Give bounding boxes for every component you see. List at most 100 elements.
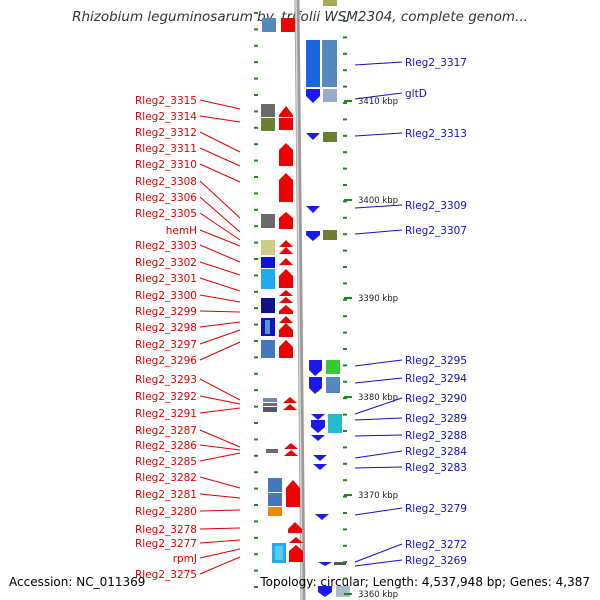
tick-mark [254, 340, 258, 342]
leader-line [354, 507, 403, 516]
tick-mark [254, 176, 258, 178]
tick-mark [254, 389, 258, 392]
gene-label: Rleg2_3287 [135, 425, 197, 437]
tick-mark [343, 577, 347, 580]
gene-arrow [279, 258, 293, 265]
gene-label: Rleg2_3314 [135, 111, 197, 123]
tick-mark [254, 274, 258, 277]
tick-mark [254, 520, 258, 523]
forward-strand-features [261, 18, 303, 563]
gene-arrow [318, 562, 332, 566]
tick-mark [343, 544, 347, 547]
gene-arrow [281, 18, 295, 32]
tick-mark [343, 315, 347, 318]
leader-line [354, 92, 403, 100]
leader-line [354, 417, 403, 421]
gene-label: Rleg2_3302 [135, 257, 197, 269]
tick-mark [343, 298, 347, 301]
tick-mark [254, 225, 258, 228]
gene-arrow [279, 297, 293, 303]
gene-label: Rleg2_3279 [405, 503, 467, 515]
gene-arrow [311, 435, 325, 441]
tick-mark [343, 331, 347, 334]
gene-label: Rleg2_3277 [135, 538, 197, 550]
leader-line [199, 310, 241, 313]
gene-label: Rleg2_3293 [135, 374, 197, 386]
leader-line [199, 131, 241, 153]
gene-box [323, 132, 337, 142]
tick-mark [254, 536, 258, 539]
gene-arrow [279, 269, 293, 288]
tick-mark [254, 126, 258, 129]
gene-label: Rleg2_3291 [135, 408, 197, 420]
gene-label: Rleg2_3289 [405, 413, 467, 425]
gene-arrow [318, 586, 332, 597]
tick-mark [343, 233, 347, 236]
kbp-label: 3360 kbp [358, 590, 398, 600]
tick-mark [343, 512, 347, 514]
tick-marks [254, 12, 347, 596]
leader-line [199, 115, 241, 123]
gene-label: Rleg2_3292 [135, 391, 197, 403]
gene-arrow [283, 404, 297, 410]
gene-arrow [283, 397, 297, 403]
gene-arrow [309, 360, 322, 376]
gene-arrow [313, 455, 327, 461]
gene-arrow [279, 340, 293, 358]
tick-mark [254, 487, 258, 490]
gene-arrow [279, 247, 293, 254]
tick-mark [343, 216, 347, 219]
tick-mark [343, 184, 347, 186]
leader-line [199, 407, 241, 414]
leader-line [199, 321, 241, 328]
gene-box [323, 230, 337, 240]
leader-line [354, 61, 403, 66]
gene-box [334, 562, 346, 565]
gene-box [261, 104, 275, 117]
kbp-tick [344, 100, 352, 102]
tick-mark [343, 446, 347, 449]
tick-mark [254, 61, 258, 64]
leader-line [199, 229, 241, 247]
kbp-label: 3370 kbp [358, 491, 398, 501]
gene-label: Rleg2_3284 [405, 446, 467, 458]
gene-label: gltD [405, 88, 427, 100]
kbp-tick [344, 494, 352, 496]
gene-box [263, 398, 277, 402]
left-labels: Rleg2_3315Rleg2_3314Rleg2_3312Rleg2_3311… [135, 95, 197, 581]
gene-label: Rleg2_3275 [135, 569, 197, 581]
tick-mark [343, 20, 347, 22]
tick-mark [254, 454, 258, 457]
leader-line [199, 476, 241, 489]
tick-mark [343, 102, 347, 104]
gene-arrow [279, 240, 293, 247]
gene-arrow [279, 212, 293, 229]
gene-label: Rleg2_3282 [135, 472, 197, 484]
gene-box [323, 89, 337, 102]
gene-label: Rleg2_3280 [135, 506, 197, 518]
gene-box [266, 449, 278, 453]
gene-label: Rleg2_3278 [135, 524, 197, 536]
tick-mark [254, 28, 258, 31]
leader-line [354, 377, 403, 384]
gene-box [279, 118, 293, 130]
right-labels: Rleg2_3317gltDRleg2_3313Rleg2_3309Rleg2_… [405, 57, 467, 567]
tick-mark [343, 134, 347, 137]
gene-box [261, 298, 275, 313]
gene-label: Rleg2_3317 [405, 57, 467, 69]
gene-box [263, 403, 277, 406]
gene-box [328, 414, 342, 433]
gene-label: Rleg2_3290 [405, 393, 467, 405]
tick-mark [343, 479, 347, 482]
leader-line [199, 99, 241, 110]
tick-mark [254, 258, 258, 260]
gene-arrow [306, 89, 320, 103]
gene-arrow [289, 537, 303, 543]
gene-box [336, 586, 350, 597]
gene-arrow [313, 464, 327, 470]
gene-arrow [306, 133, 320, 140]
tick-mark [254, 356, 258, 359]
kbp-label: 3410 kbp [358, 97, 398, 107]
backbone [294, 0, 306, 600]
